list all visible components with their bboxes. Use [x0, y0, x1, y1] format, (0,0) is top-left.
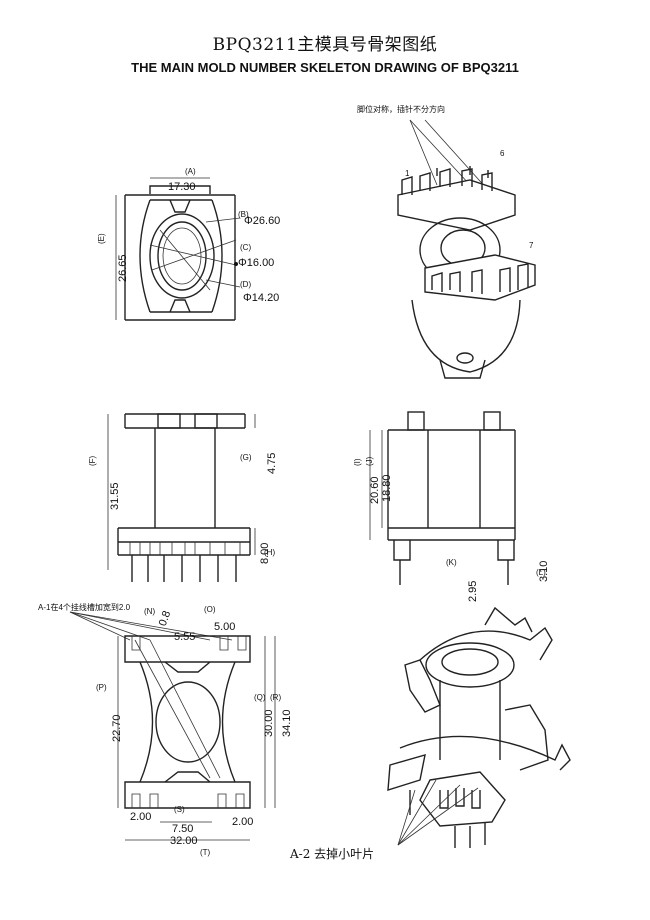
- dim-j-value: 18.80: [381, 474, 393, 502]
- isometric-view-top: 脚位对称，插针不分方向 1 6 7 12: [357, 104, 536, 379]
- label-k: (K): [446, 558, 457, 567]
- front-pins: [129, 542, 241, 582]
- dim-m-value: 0.8: [157, 609, 174, 627]
- dim-o-value: 5.00: [214, 621, 235, 633]
- bottom-view: A-1在4个挂线槽加宽到2.0 (N) 0.8 5.55 (O) 5.00: [38, 602, 293, 857]
- label-e: (E): [97, 233, 106, 244]
- side-view: (I) (J) 20.60 18.80 (K) 2.95 (L) 3.10: [353, 411, 550, 602]
- label-a: (A): [185, 167, 196, 176]
- callout-6: 6: [500, 149, 505, 158]
- drawing-title-english: THE MAIN MOLD NUMBER SKELETON DRAWING OF…: [131, 60, 519, 75]
- label-l: (L): [536, 568, 546, 577]
- pin-symmetry-note: 脚位对称，插针不分方向: [357, 104, 445, 114]
- dim-f-value: 31.55: [109, 482, 121, 510]
- label-j: (J): [365, 456, 374, 466]
- dim-n-value: 5.55: [174, 631, 195, 643]
- dim-b-value: Φ26.60: [244, 215, 280, 227]
- dim-s-value: 7.50: [172, 823, 193, 835]
- label-o: (O): [204, 605, 216, 614]
- dim-e-value: 26.65: [117, 254, 129, 282]
- callout-1: 1: [405, 169, 410, 178]
- label-p: (P): [96, 683, 107, 692]
- dim-a-value: 17.30: [168, 181, 196, 193]
- label-f: (F): [88, 455, 97, 466]
- label-n: (N): [144, 607, 155, 616]
- dim-d-value: Φ14.20: [243, 292, 279, 304]
- label-d: (D): [240, 280, 251, 289]
- label-r: (R): [270, 693, 281, 702]
- label-g: (G): [240, 453, 252, 462]
- note-a1: A-1在4个挂线槽加宽到2.0: [38, 602, 131, 612]
- front-view: (F) 31.55 (G) 4.75 8.00 (H): [88, 413, 278, 582]
- dim-c-value: Φ16.00: [238, 257, 274, 269]
- dim-r-value: 34.10: [281, 709, 293, 737]
- dim-h-value: 8.00: [259, 543, 271, 564]
- top-view: (A) 17.30 (B) Φ26.60 (C) Φ16.00 (D) Φ14.…: [97, 167, 280, 321]
- dim-q-value: 30.00: [263, 709, 275, 737]
- dim-l-value: 3.10: [538, 561, 550, 582]
- pitch-left-value: 2.00: [130, 811, 151, 823]
- dim-t-value: 32.00: [170, 835, 198, 847]
- label-t: (T): [200, 848, 211, 857]
- label-b: (B): [238, 210, 249, 219]
- label-q: (Q): [254, 693, 266, 702]
- label-i-j: (I): [353, 458, 362, 466]
- dim-i-value: 20.60: [369, 476, 381, 504]
- dim-p-value: 22.70: [111, 714, 123, 742]
- label-c: (C): [240, 243, 251, 252]
- dim-k-value: 2.95: [467, 581, 479, 602]
- callout-7: 7: [529, 241, 534, 250]
- pitch-right-value: 2.00: [232, 816, 253, 828]
- note-a2: A-2 去掉小叶片: [289, 847, 374, 861]
- isometric-view-bottom: A-2 去掉小叶片: [289, 606, 571, 861]
- drawing-title-chinese: BPQ3211主模具号骨架图纸: [212, 35, 438, 55]
- label-s: (S): [174, 805, 185, 814]
- label-h: (H): [264, 548, 275, 557]
- dim-g-value: 4.75: [266, 453, 278, 474]
